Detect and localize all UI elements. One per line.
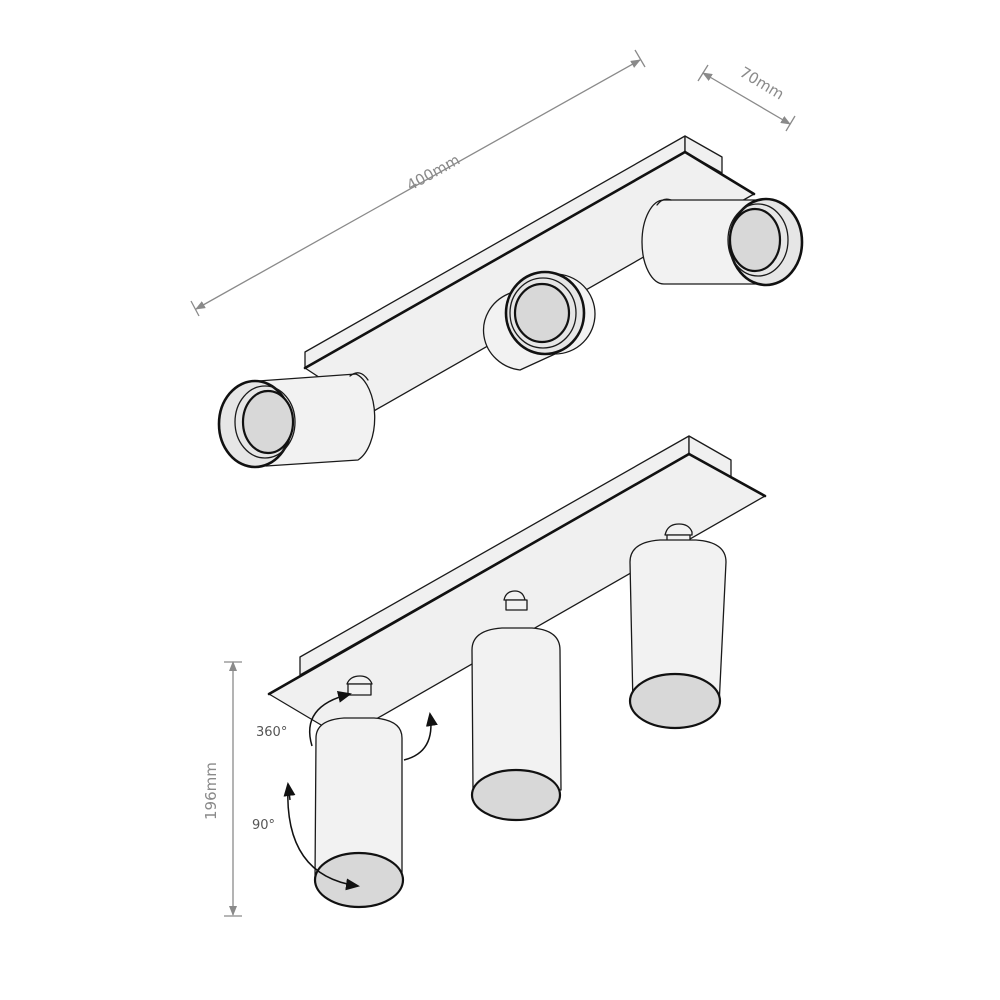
fixture-bottom-view: 360° 90°	[252, 435, 767, 909]
dimension-width: 70mm	[697, 63, 796, 132]
spot-head-bottom-right	[628, 523, 727, 730]
spot-head-top-right	[641, 197, 804, 287]
spot-head-bottom-middle	[470, 590, 562, 822]
spot-head-top-middle	[482, 270, 596, 371]
rotation-90-arrow: 90°	[252, 782, 360, 891]
rotation-360-label: 360°	[256, 725, 287, 740]
dimension-height: 196mm	[202, 661, 242, 917]
rotation-90-label: 90°	[252, 818, 275, 833]
fixture-top-view	[217, 135, 804, 469]
dimension-length-label: 400mm	[404, 151, 463, 195]
dimension-height-label: 196mm	[202, 762, 220, 820]
spot-head-top-left	[217, 372, 376, 469]
rotation-360-arrows: 360°	[256, 690, 438, 761]
